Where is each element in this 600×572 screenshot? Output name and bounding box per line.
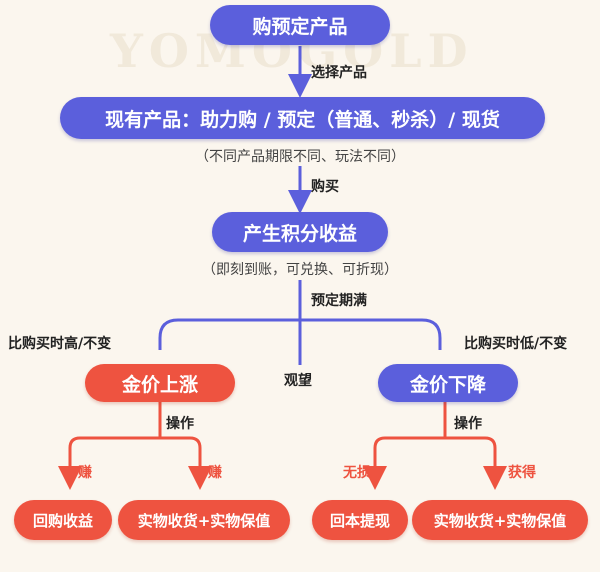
label-earn-left: 赚 <box>78 465 92 481</box>
label-operate-left: 操作 <box>166 416 194 432</box>
node-gold-rise: 金价上涨 <box>85 364 235 402</box>
label-wait: 观望 <box>284 373 312 389</box>
node-buy-preorder: 购预定产品 <box>210 5 390 45</box>
node-buyback-income: 回购收益 <box>14 500 112 540</box>
red-branch-right <box>363 400 507 490</box>
node-points-income: 产生积分收益 <box>212 212 388 252</box>
node-products: 现有产品：助力购 / 预定（普通、秒杀）/ 现货 <box>60 97 545 139</box>
node-physical-fall: 实物收货+实物保值 <box>412 500 588 540</box>
label-earn-right: 赚 <box>208 465 222 481</box>
red-branch-left <box>58 400 212 490</box>
label-lower: 比购买时低/不变 <box>464 336 568 352</box>
blue-branch-lines <box>158 280 442 365</box>
label-select-product: 选择产品 <box>311 65 367 81</box>
label-operate-right: 操作 <box>454 416 482 432</box>
label-buy: 购买 <box>311 179 339 195</box>
label-no-loss: 无损 <box>343 465 371 481</box>
label-mature: 预定期满 <box>311 293 367 309</box>
node-redeem-cash: 回本提现 <box>312 500 408 540</box>
label-gain: 获得 <box>508 465 536 481</box>
node-physical-rise: 实物收货+实物保值 <box>118 500 290 540</box>
note-points: （即刻到账，可兑换、可折现） <box>202 262 398 278</box>
label-higher: 比购买时高/不变 <box>8 336 112 352</box>
note-products: （不同产品期限不同、玩法不同） <box>195 149 405 165</box>
node-gold-fall: 金价下降 <box>378 364 518 402</box>
